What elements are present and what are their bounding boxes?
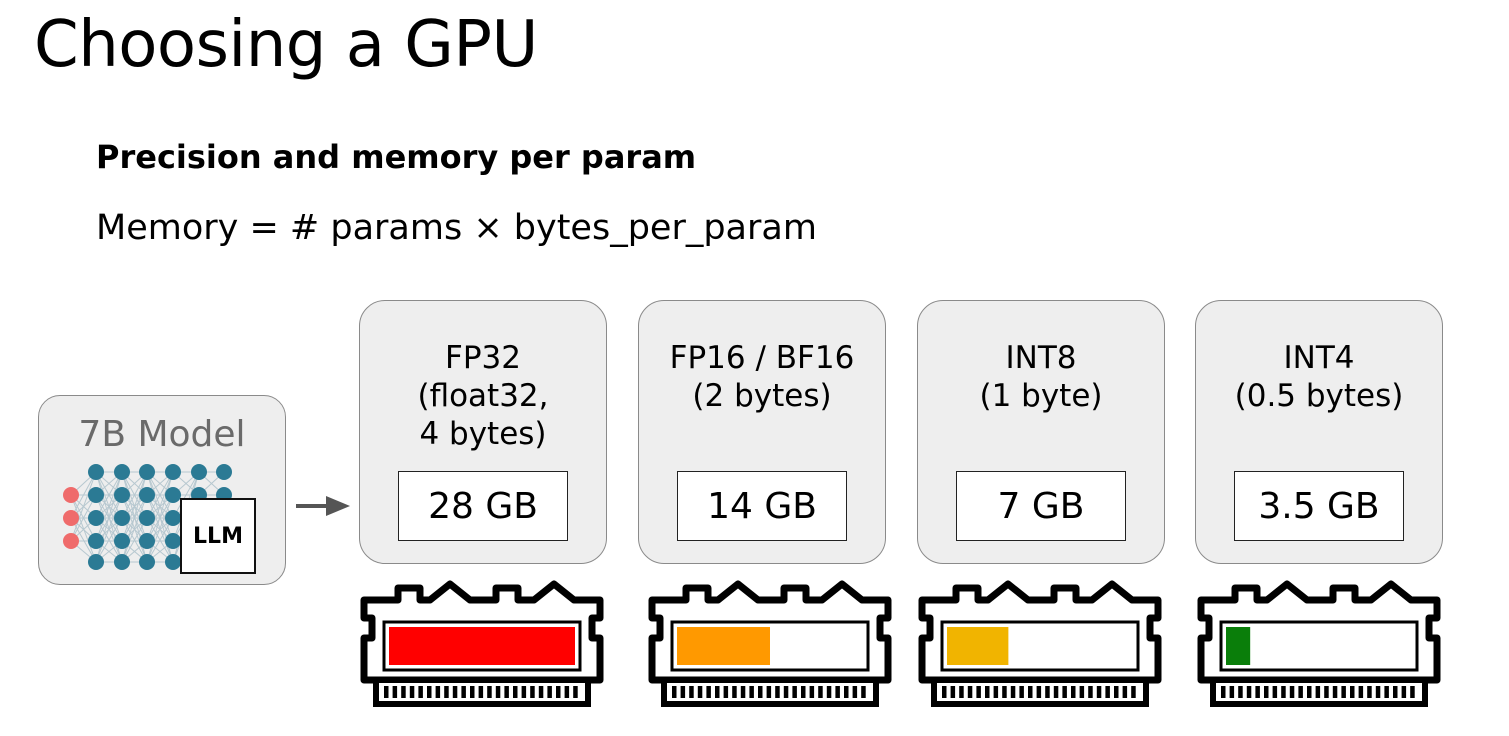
memory-module-icon [360,580,604,707]
precision-card: INT4 (0.5 bytes) 3.5 GB [1195,300,1443,564]
precision-label: FP16 / BF16 (2 bytes) [669,340,855,414]
memory-module-icon [918,580,1162,707]
model-label: 7B Model [78,414,246,455]
llm-badge: LLM [180,498,256,574]
memory-usage-fill [389,627,575,665]
slide-title: Choosing a GPU [34,8,538,82]
precision-label: FP32 (float32, 4 bytes) [417,340,549,452]
arrow-right-icon [296,496,350,516]
precision-card: FP32 (float32, 4 bytes) 28 GB [359,300,607,564]
memory-module-icon [648,580,892,707]
memory-module-icon [1197,580,1441,707]
memory-usage-fill [677,627,770,665]
memory-value: 3.5 GB [1234,471,1404,541]
precision-label: INT8 (1 byte) [979,340,1103,414]
memory-value: 14 GB [677,471,847,541]
slide-subtitle: Precision and memory per param [96,138,697,176]
memory-value: 7 GB [956,471,1126,541]
memory-formula: Memory = # params × bytes_per_param [96,208,817,248]
memory-value: 28 GB [398,471,568,541]
model-card: 7B Model LLM [38,395,286,585]
memory-usage-fill [1226,627,1251,665]
precision-label: INT4 (0.5 bytes) [1234,340,1404,414]
memory-usage-fill [947,627,1009,665]
precision-card: INT8 (1 byte) 7 GB [917,300,1165,564]
precision-card: FP16 / BF16 (2 bytes) 14 GB [638,300,886,564]
